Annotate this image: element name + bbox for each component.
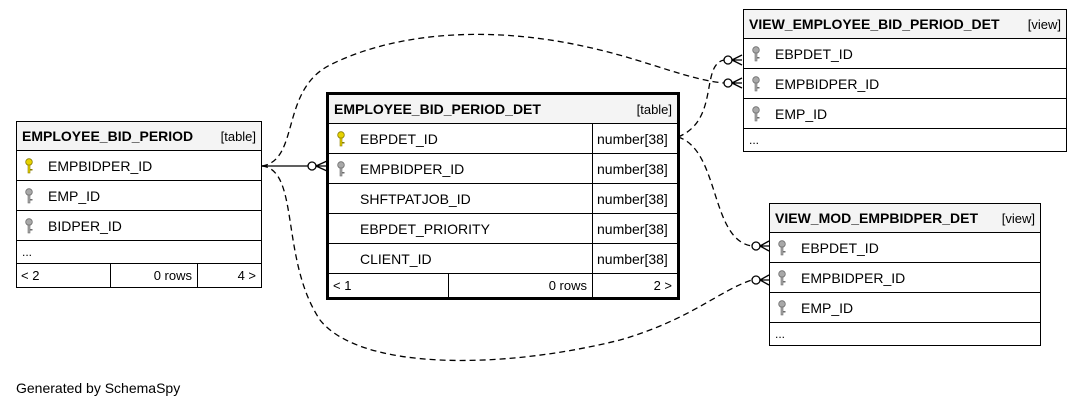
- table-type-label: [view]: [1027, 16, 1061, 32]
- column-name: BIDPER_ID: [48, 217, 122, 234]
- column-type: number[38]: [591, 213, 679, 244]
- foreign-key-icon: [778, 269, 786, 285]
- foreign-key-icon: [25, 217, 33, 233]
- more-columns-indicator: ...: [775, 327, 786, 341]
- table-type-label: [view]: [1001, 210, 1035, 226]
- column-row[interactable]: EBPDET_ID: [329, 131, 592, 147]
- column-name: CLIENT_ID: [360, 250, 432, 267]
- crows-foot-det-empbidper: [307, 160, 328, 172]
- foreign-key-icon: [778, 239, 786, 255]
- foreign-key-icon: [778, 299, 786, 315]
- column-name: SHFTPATJOB_ID: [360, 190, 471, 207]
- column-name: EBPDET_ID: [775, 45, 853, 62]
- column-name: EMP_ID: [801, 299, 854, 316]
- primary-key-icon: [337, 130, 345, 146]
- column-row[interactable]: SHFTPATJOB_ID: [329, 191, 592, 207]
- column-row[interactable]: EMPBIDPER_ID: [329, 161, 592, 177]
- column-name: EMP_ID: [775, 105, 828, 122]
- view-employee-bid-period-det[interactable]: VIEW_EMPLOYEE_BID_PERIOD_DET [view] EBPD…: [743, 9, 1067, 152]
- column-name: EMPBIDPER_ID: [801, 269, 906, 286]
- table-title[interactable]: VIEW_EMPLOYEE_BID_PERIOD_DET: [749, 16, 1000, 32]
- column-row[interactable]: EBPDET_ID: [744, 46, 1066, 62]
- relation-line-det-to-view-det: [677, 59, 725, 138]
- view-mod-empbidper-det[interactable]: VIEW_MOD_EMPBIDPER_DET [view] EBPDET_ID …: [769, 203, 1041, 346]
- table-title[interactable]: EMPLOYEE_BID_PERIOD: [22, 128, 194, 144]
- column-name: EBPDET_ID: [360, 130, 438, 147]
- crows-foot-view-mod-ebpdet: [751, 240, 770, 252]
- column-name: EMPBIDPER_ID: [48, 157, 153, 174]
- table-title[interactable]: EMPLOYEE_BID_PERIOD_DET: [334, 101, 541, 117]
- parents-link[interactable]: < 2: [16, 263, 111, 288]
- table-employee-bid-period[interactable]: EMPLOYEE_BID_PERIOD [table] EMPBIDPER_ID…: [16, 121, 263, 288]
- generated-by-footer: Generated by SchemaSpy: [16, 380, 181, 396]
- foreign-key-icon: [752, 75, 760, 91]
- column-row[interactable]: EMPBIDPER_ID: [744, 76, 1066, 92]
- relation-line-det-to-view-mod: [677, 136, 753, 247]
- column-name: EMP_ID: [48, 187, 101, 204]
- column-name: EMPBIDPER_ID: [360, 160, 465, 177]
- crows-foot-view-mod-empbidper: [751, 274, 770, 286]
- row-count: 0 rows: [110, 263, 198, 288]
- foreign-key-icon: [25, 187, 33, 203]
- parents-link[interactable]: < 1: [327, 273, 449, 299]
- table-type-label: [table]: [220, 128, 257, 144]
- column-row[interactable]: EMP_ID: [744, 106, 1066, 122]
- column-name: EBPDET_ID: [801, 239, 879, 256]
- children-link[interactable]: 4 >: [237, 268, 257, 283]
- column-type: number[38]: [591, 153, 679, 184]
- primary-key-icon: [25, 157, 33, 173]
- column-row[interactable]: EMP_ID: [17, 188, 261, 204]
- foreign-key-icon: [337, 160, 345, 176]
- column-row[interactable]: EBPDET_ID: [770, 240, 1040, 256]
- more-columns-indicator: ...: [749, 133, 760, 147]
- crows-foot-view-det-ebpdet: [723, 54, 743, 66]
- children-link[interactable]: 2 >: [653, 278, 673, 293]
- row-count: 0 rows: [448, 273, 593, 299]
- column-name: EMPBIDPER_ID: [775, 75, 880, 92]
- column-type: number[38]: [591, 243, 679, 274]
- table-title[interactable]: VIEW_MOD_EMPBIDPER_DET: [775, 210, 979, 226]
- table-type-label: [table]: [636, 101, 673, 117]
- more-columns-indicator: ...: [16, 240, 262, 264]
- column-row[interactable]: CLIENT_ID: [329, 251, 592, 267]
- table-employee-bid-period-det[interactable]: EMPLOYEE_BID_PERIOD_DET [table] EBPDET_I…: [326, 92, 681, 300]
- foreign-key-icon: [752, 45, 760, 61]
- column-type: number[38]: [591, 123, 679, 154]
- crows-foot-view-det-empbidper: [723, 77, 743, 89]
- column-type: number[38]: [591, 183, 679, 214]
- column-row[interactable]: EBPDET_PRIORITY: [329, 221, 592, 237]
- column-row[interactable]: BIDPER_ID: [17, 218, 261, 234]
- column-row[interactable]: EMPBIDPER_ID: [17, 158, 261, 174]
- column-name: EBPDET_PRIORITY: [360, 220, 490, 237]
- column-row[interactable]: EMP_ID: [770, 300, 1040, 316]
- column-row[interactable]: EMPBIDPER_ID: [770, 270, 1040, 286]
- foreign-key-icon: [752, 105, 760, 121]
